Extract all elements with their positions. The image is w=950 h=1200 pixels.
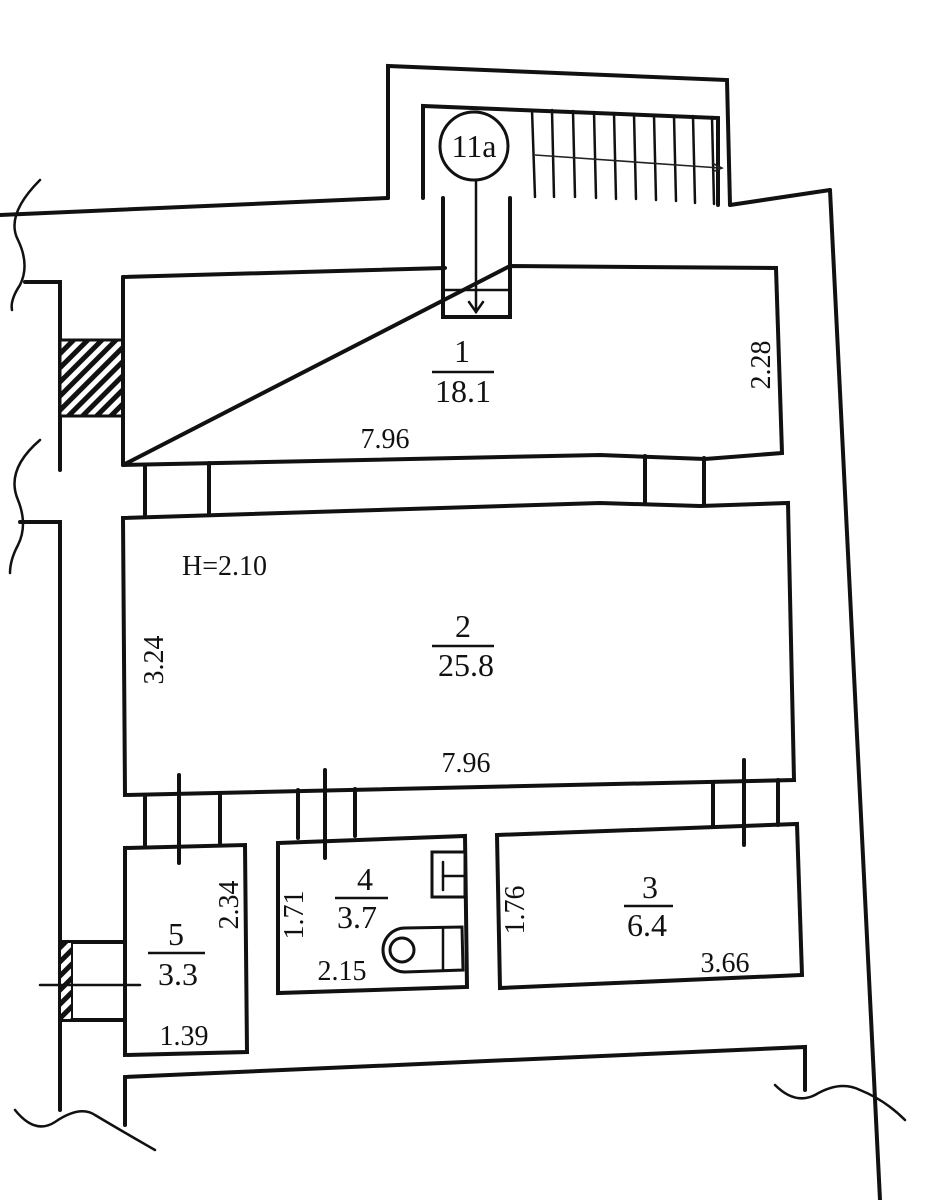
room-3[interactable]: 3 6.4 3.66 1.76 xyxy=(494,821,805,991)
window-hatch-icon xyxy=(59,941,73,1021)
room-3-width: 1.76 xyxy=(500,886,531,935)
room-3-length: 3.66 xyxy=(701,948,750,979)
room-5-area: 3.3 xyxy=(158,956,198,992)
break-lines xyxy=(8,178,907,1152)
stair-marker-label: 11a xyxy=(451,128,496,164)
stair-treads-icon xyxy=(530,108,716,206)
room-5-number: 5 xyxy=(168,916,184,952)
room-4[interactable]: 4 3.7 2.15 1.71 xyxy=(276,833,470,996)
doorways-1-2 xyxy=(143,454,706,517)
room-3-area: 6.4 xyxy=(627,907,667,943)
room-2-width: 3.24 xyxy=(139,636,170,685)
room-5-length: 1.39 xyxy=(160,1021,209,1052)
room-1-length: 7.96 xyxy=(361,424,410,455)
stair-marker-circle-icon xyxy=(438,110,510,182)
room-2-number: 2 xyxy=(455,608,471,644)
toilet-icon xyxy=(381,925,465,974)
room-4-number: 4 xyxy=(357,861,373,897)
room-4-length: 2.15 xyxy=(318,956,367,987)
room-3-number: 3 xyxy=(642,869,658,905)
room-2-length: 7.96 xyxy=(442,748,491,779)
room-1-area: 18.1 xyxy=(435,373,491,409)
room-2-area: 25.8 xyxy=(438,647,494,683)
doorways-lower xyxy=(143,758,780,865)
room-5-width: 2.34 xyxy=(214,881,245,930)
entrance-stair: 11a xyxy=(386,63,732,319)
room-1-width: 2.28 xyxy=(746,341,777,390)
room-4-area: 3.7 xyxy=(337,899,377,935)
window-hatch-icon xyxy=(58,338,125,418)
stair-direction-icon xyxy=(534,154,721,169)
room-2[interactable]: H=2.10 2 25.8 7.96 3.24 xyxy=(120,500,797,798)
room-1[interactable]: 1 18.1 7.96 2.28 xyxy=(121,263,785,467)
room-2-height: H=2.10 xyxy=(182,551,267,582)
room-5[interactable]: 5 3.3 1.39 2.34 xyxy=(38,842,250,1058)
sink-icon xyxy=(430,850,467,899)
room-4-width: 1.71 xyxy=(279,891,310,940)
room-1-number: 1 xyxy=(454,333,470,369)
